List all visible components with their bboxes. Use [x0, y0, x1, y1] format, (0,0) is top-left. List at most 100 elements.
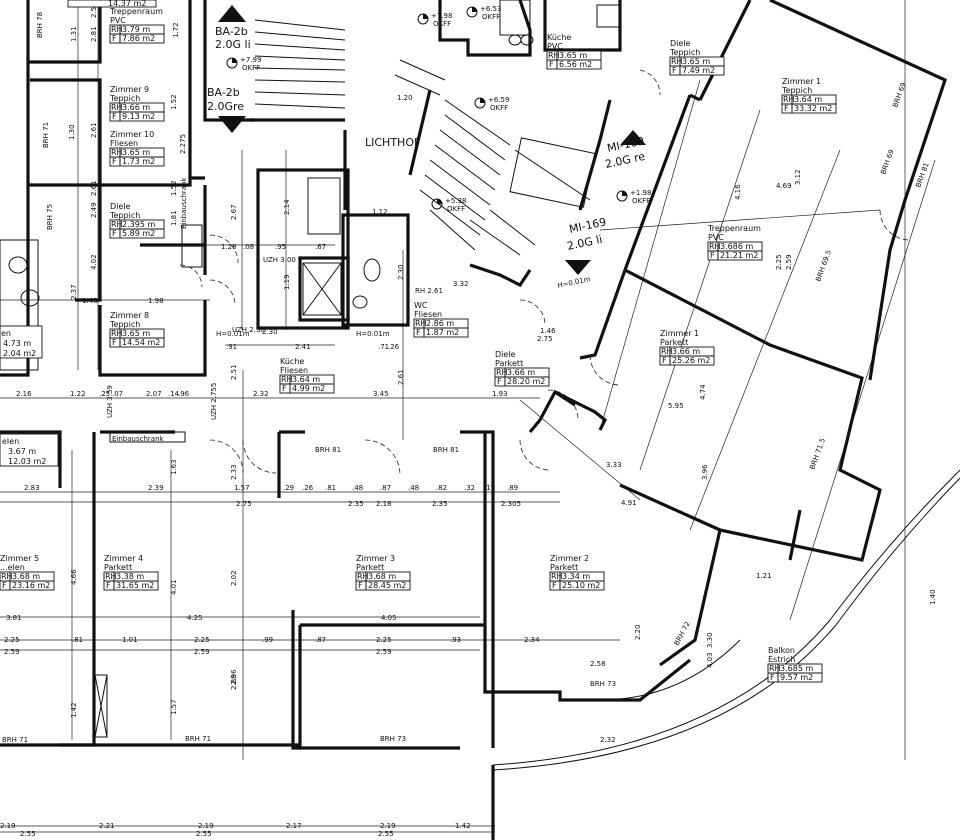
dimension-label: 1.21	[756, 572, 772, 580]
room-rh-label: RH	[415, 319, 427, 328]
dimension-label: .87	[315, 636, 326, 644]
room-f-value: 9.13 m2	[122, 112, 155, 121]
room-rh-value: 3.65 m	[559, 51, 587, 60]
dimension-label: 2.17	[286, 822, 302, 830]
room-f-label: F	[112, 112, 117, 121]
level-ref: OKFF	[482, 13, 500, 21]
dimension-label: 2.34	[524, 636, 540, 644]
room-rh-label: RH	[357, 572, 369, 581]
dimension-label: 2.86	[230, 674, 238, 690]
room-f-label: F	[112, 157, 117, 166]
room-f-value: 28.45 m2	[368, 581, 406, 590]
level-marker-fill	[423, 14, 428, 19]
plan-annotation: RH 2.61	[415, 287, 443, 295]
dimension-label: 1.42	[455, 822, 471, 830]
skewed-dimension-lines	[519, 79, 936, 621]
room-rh-value: 3.685 m	[780, 664, 813, 673]
room-name: Zimmer 1	[660, 329, 699, 338]
dimension-label: 2.39	[148, 484, 164, 492]
brh-label: BRH 69	[879, 148, 895, 175]
dimension-label: 4.16	[734, 184, 742, 200]
level-marker-fill	[232, 58, 237, 63]
room-rh-label: RH	[661, 347, 673, 356]
level-value: +6.53	[480, 5, 501, 13]
room-rh-label: RH	[1, 572, 13, 581]
room-rh-value: 3.65 m	[122, 148, 150, 157]
room-f-label: F	[2, 581, 7, 590]
room-f-label: F	[549, 60, 554, 69]
plan-annotation: H=0.01m	[356, 330, 390, 338]
room-rh-value: 3.68 m	[368, 572, 396, 581]
dimension-label: .07	[112, 390, 123, 398]
dimension-label: 2.41	[295, 343, 311, 351]
dimension-label: 3.81	[6, 614, 22, 622]
room-name: Zimmer 5	[0, 554, 39, 563]
dimension-label: 4.69	[776, 182, 792, 190]
dimension-label: 2.75	[537, 335, 553, 343]
dimension-label: 2.25	[4, 636, 20, 644]
fragment-floor: elen	[2, 437, 19, 446]
dimension-label: 2.51	[230, 364, 238, 380]
dimension-label: 3.30	[706, 632, 714, 648]
room-f-value: 31.65 m2	[116, 581, 154, 590]
room-name: Zimmer 1	[782, 77, 821, 86]
dimension-label: 1.52	[170, 180, 178, 196]
room-name: Treppenraum	[109, 7, 163, 16]
room-floor: PVC	[110, 16, 126, 25]
dimension-label: 1.46	[540, 327, 556, 335]
dimension-label: 2.02	[230, 570, 238, 586]
fragment-rh: 3.67 m	[8, 447, 36, 456]
room-rh-label: RH	[783, 95, 795, 104]
brh-label: BRH 69.5	[814, 249, 833, 283]
room-name: Zimmer 9	[110, 85, 149, 94]
room-rh-label: RH	[671, 57, 683, 66]
room-name: Zimmer 8	[110, 311, 149, 320]
dimension-label: 2.81	[90, 26, 98, 42]
dimension-label: 2.67	[230, 204, 238, 220]
room-f-value: 5.89 m2	[122, 229, 155, 238]
stair-treads	[0, 0, 620, 738]
dimension-label: .32	[464, 484, 475, 492]
dimension-label: 1.52	[170, 94, 178, 110]
dimension-label: 4.03	[706, 652, 714, 668]
dimension-label: 2.75	[236, 500, 252, 508]
brh-label: BRH 73	[380, 735, 406, 743]
dimension-label: 1.20	[397, 94, 413, 102]
stair-direction-triangle-icon	[218, 5, 246, 22]
dimension-label: 4.91	[621, 499, 637, 507]
curved-facade	[492, 469, 960, 771]
level-value: +5.38	[445, 197, 466, 205]
dimension-label: 2.32	[600, 736, 616, 744]
room-f-value: 4.99 m2	[292, 384, 325, 393]
room-f-label: F	[416, 328, 421, 337]
room-name: Treppenraum	[707, 224, 761, 233]
room-rh-value: 3.65 m	[122, 329, 150, 338]
dimension-label: 2.61	[90, 122, 98, 138]
room-rh-label: RH	[548, 51, 560, 60]
dimension-label: 1.01	[122, 636, 138, 644]
dimension-label: 2.30	[262, 328, 278, 336]
fragment-rh: 4.73 m	[3, 339, 31, 348]
dimension-label: .71	[378, 343, 389, 351]
brh-label: BRH 73	[590, 680, 616, 688]
brh-label: BRH 71	[2, 736, 28, 744]
dimension-label: 4.74	[699, 384, 707, 400]
plan-annotation: Einbauschrank	[112, 435, 165, 443]
room-name: Zimmer 2	[550, 554, 589, 563]
room-rh-label: RH	[496, 368, 508, 377]
dimension-label: 1.57	[170, 699, 178, 715]
stair-direction-triangle-icon	[565, 260, 591, 275]
dimension-label: 2.55	[20, 830, 36, 838]
dimension-label: .48	[408, 484, 419, 492]
room-name: Küche	[547, 33, 571, 42]
